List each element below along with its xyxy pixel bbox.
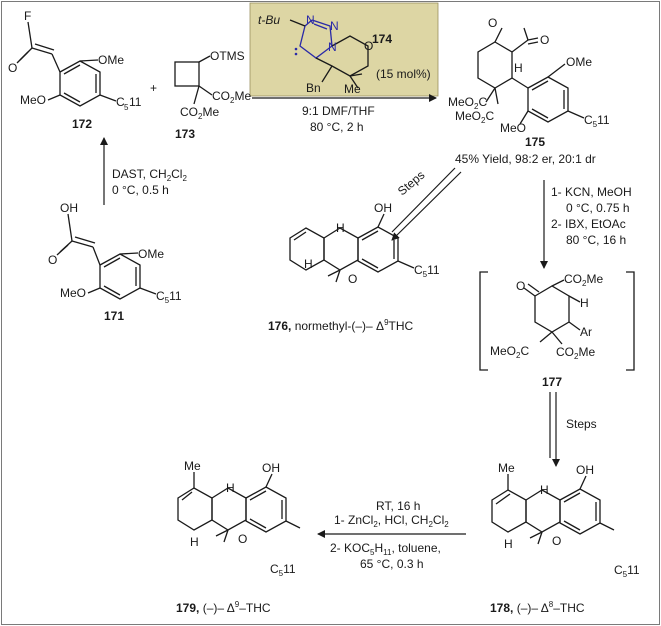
ome-label: OMe — [98, 53, 124, 67]
co2me-label-2: CO2Me — [556, 345, 595, 361]
meo2c-label-2: MeO2C — [455, 109, 494, 125]
o-ring-label: O — [488, 16, 497, 30]
label-173: 173 — [175, 127, 195, 141]
r3-label: Steps — [395, 168, 428, 198]
h-label: H — [580, 296, 589, 310]
catalyst-174: t-Bu N N N O 174 Bn Me (15 mol%) — [258, 13, 431, 96]
compound-172: F O OMe MeO C 5 11 172 — [8, 9, 142, 131]
svg-text:5: 5 — [124, 103, 129, 112]
f-label: F — [24, 9, 31, 23]
o-label: O — [238, 532, 247, 546]
r2-cond-2: 80 °C, 2 h — [310, 120, 364, 134]
h-label-1: H — [336, 221, 345, 235]
label-172: 172 — [72, 117, 92, 131]
c5-label: C511 — [414, 263, 440, 279]
o-carbonyl-label: O — [540, 33, 549, 47]
ome-label: OMe — [566, 55, 592, 69]
co2me-label-1: CO2Me — [212, 89, 251, 105]
label-175: 175 — [525, 135, 545, 149]
meo2c-label: MeO2C — [490, 344, 529, 360]
r2-cond-1: 9:1 DMF/THF — [302, 104, 375, 118]
catalyst-box — [249, 2, 439, 97]
n2-label: N — [330, 19, 339, 33]
me-label: Me — [498, 461, 515, 475]
r4-cond-3: 2- IBX, EtOAc — [551, 217, 626, 231]
c5-label: C511 — [270, 562, 296, 578]
o-label: O — [8, 61, 17, 75]
h-label-2: H — [190, 535, 199, 549]
r4-cond-2: 0 °C, 0.75 h — [566, 201, 630, 215]
loading-label: (15 mol%) — [376, 67, 431, 81]
svg-text:11: 11 — [129, 95, 142, 109]
c5-label: C511 — [156, 289, 182, 305]
ome-label: OMe — [138, 247, 164, 261]
n3-label: N — [328, 40, 337, 54]
label-177: 177 — [542, 375, 562, 389]
bracket-right — [626, 271, 635, 371]
co2me-label: CO2Me — [564, 272, 603, 288]
name-178: 178, (–)– Δ8–THC — [490, 600, 585, 615]
n1-label: N — [306, 13, 315, 27]
me-label: Me — [184, 459, 201, 473]
oh-label: OH — [60, 201, 78, 215]
h-label: H — [514, 61, 523, 75]
h-label-1: H — [540, 483, 549, 497]
compound-176: OH H H O C511 176, normethyl-(–)– Δ9THC — [268, 201, 440, 333]
label-174: 174 — [372, 32, 392, 46]
compound-171: OH O OMe MeO C511 171 — [48, 201, 182, 323]
compound-178: Me OH H H O C511 178, (–)– Δ8–THC — [490, 461, 640, 615]
h-label-2: H — [304, 257, 313, 271]
r6-cond-3: 2- KOC5H11, toluene, — [330, 541, 441, 557]
arrow-steps-176-b — [391, 171, 462, 241]
name-176: 176, normethyl-(–)– Δ9THC — [268, 318, 414, 333]
h-label-1: H — [226, 481, 235, 495]
c5-label: C511 — [614, 563, 640, 579]
name-179: 179, (–)– Δ9–THC — [176, 600, 271, 615]
r6-cond-2: RT, 16 h — [376, 499, 420, 513]
co2me-label-2: CO2Me — [180, 105, 219, 121]
otms-label: OTMS — [210, 49, 245, 63]
compound-179: Me OH H H O C511 179, (–)– Δ9–THC — [176, 459, 301, 615]
me-label: Me — [344, 82, 361, 96]
meo-label: MeO — [60, 286, 86, 300]
plus-sign: + — [150, 81, 157, 95]
bn-label: Bn — [306, 81, 321, 95]
oh-label: OH — [576, 463, 594, 477]
meo-label: MeO — [20, 93, 46, 107]
r6-cond-1: 1- ZnCl2, HCl, CH2Cl2 — [334, 513, 449, 529]
o-label: O — [48, 253, 57, 267]
meo-label: MeO — [500, 121, 526, 135]
meo2c-label-1: MeO2C — [448, 95, 487, 111]
c5-label: C — [116, 95, 125, 109]
compound-177: O CO2Me H Ar MeO2C CO2Me 177 — [479, 271, 635, 389]
compound-175: O O H OMe MeO2C MeO2C MeO C511 175 45% Y… — [448, 16, 610, 166]
r1-cond-1: DAST, CH2Cl2 — [112, 167, 187, 183]
r6-cond-4: 65 °C, 0.3 h — [360, 557, 424, 571]
o-label: O — [516, 279, 525, 293]
r4-cond-4: 80 °C, 16 h — [566, 233, 626, 247]
h-label-2: H — [504, 537, 513, 551]
r1-cond-2: 0 °C, 0.5 h — [112, 183, 169, 197]
o-label: O — [364, 39, 373, 53]
label-171: 171 — [104, 309, 124, 323]
bracket-left — [479, 271, 488, 371]
arrow-steps-176-a — [391, 167, 456, 233]
oh-label: OH — [262, 461, 280, 475]
ar-label: Ar — [580, 325, 592, 339]
o-label: O — [552, 534, 561, 548]
c5-label: C511 — [584, 113, 610, 129]
tbu-label: t-Bu — [258, 13, 280, 27]
r5-label: Steps — [566, 417, 597, 431]
compound-173: OTMS CO2Me CO2Me 173 — [174, 49, 251, 141]
o-label: O — [348, 272, 357, 286]
oh-label: OH — [374, 201, 392, 215]
yield-175: 45% Yield, 98:2 er, 20:1 dr — [455, 152, 596, 166]
r4-cond-1: 1- KCN, MeOH — [551, 185, 632, 199]
